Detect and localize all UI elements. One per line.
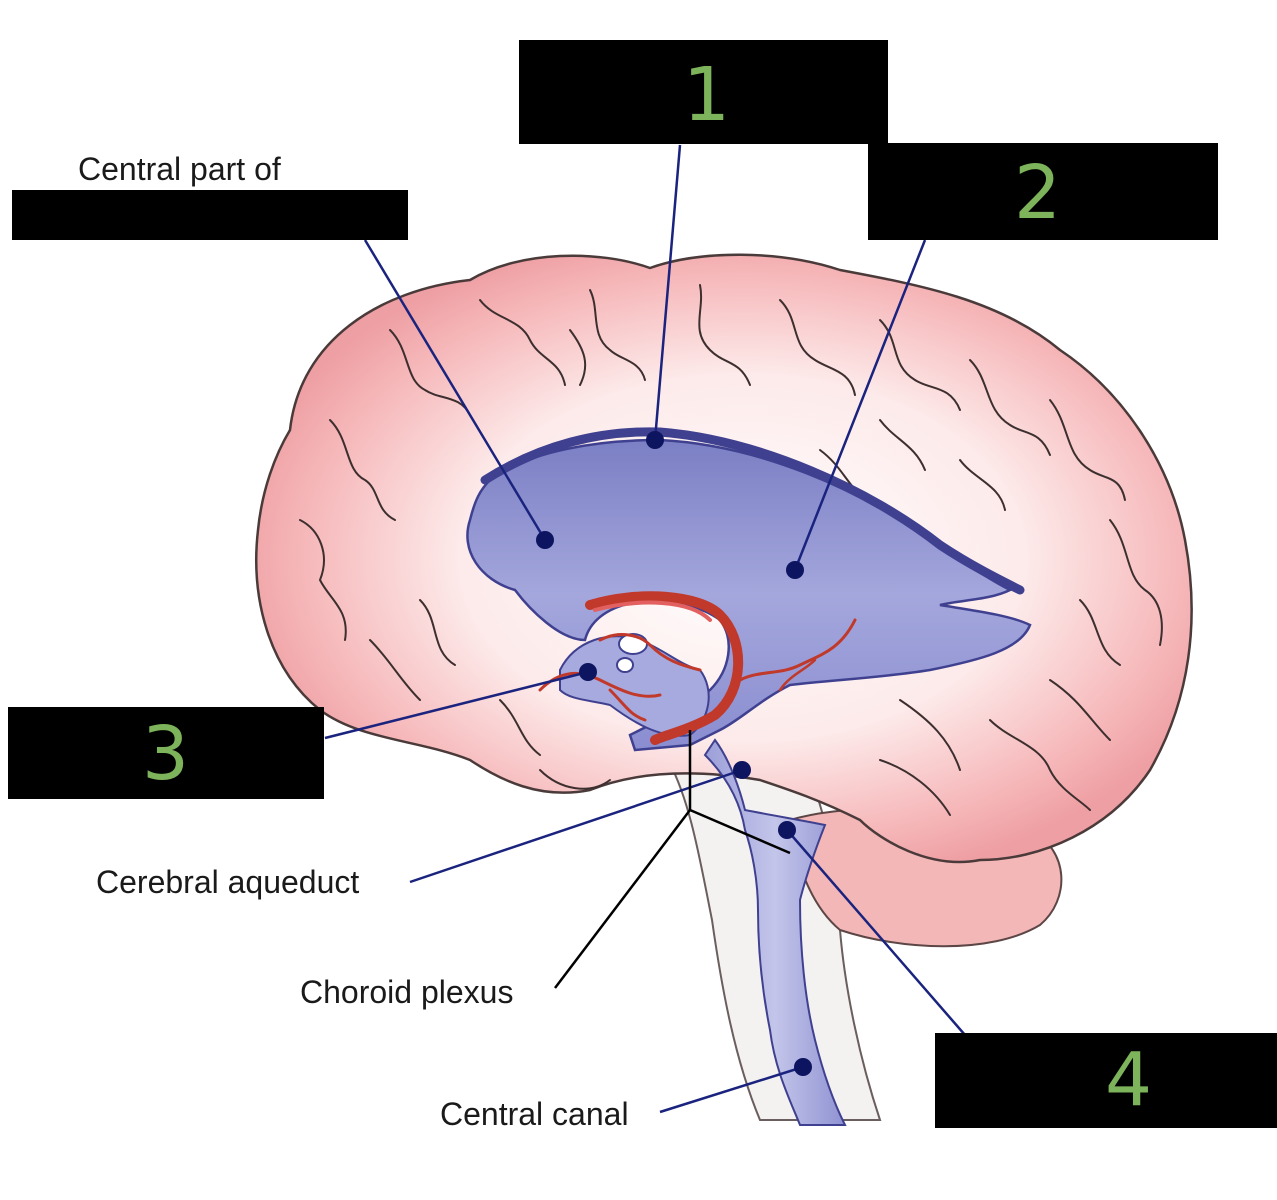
cerebral-aqueduct-label: Cerebral aqueduct (96, 866, 359, 898)
label-box-1-number: 1 (683, 58, 730, 132)
central-canal-label: Central canal (440, 1098, 629, 1130)
central-part-of-label: Central part of (78, 153, 281, 185)
label-box-central-part (12, 190, 408, 240)
label-box-2: 2 (868, 143, 1218, 240)
label-box-4: 4 (935, 1033, 1277, 1128)
label-box-2-number: 2 (1014, 156, 1061, 230)
choroid-plexus-label: Choroid plexus (300, 976, 513, 1008)
label-box-1: 1 (519, 40, 888, 144)
label-box-3: 3 (8, 707, 324, 799)
label-box-3-number: 3 (142, 717, 189, 791)
label-box-4-number: 4 (1105, 1043, 1152, 1117)
